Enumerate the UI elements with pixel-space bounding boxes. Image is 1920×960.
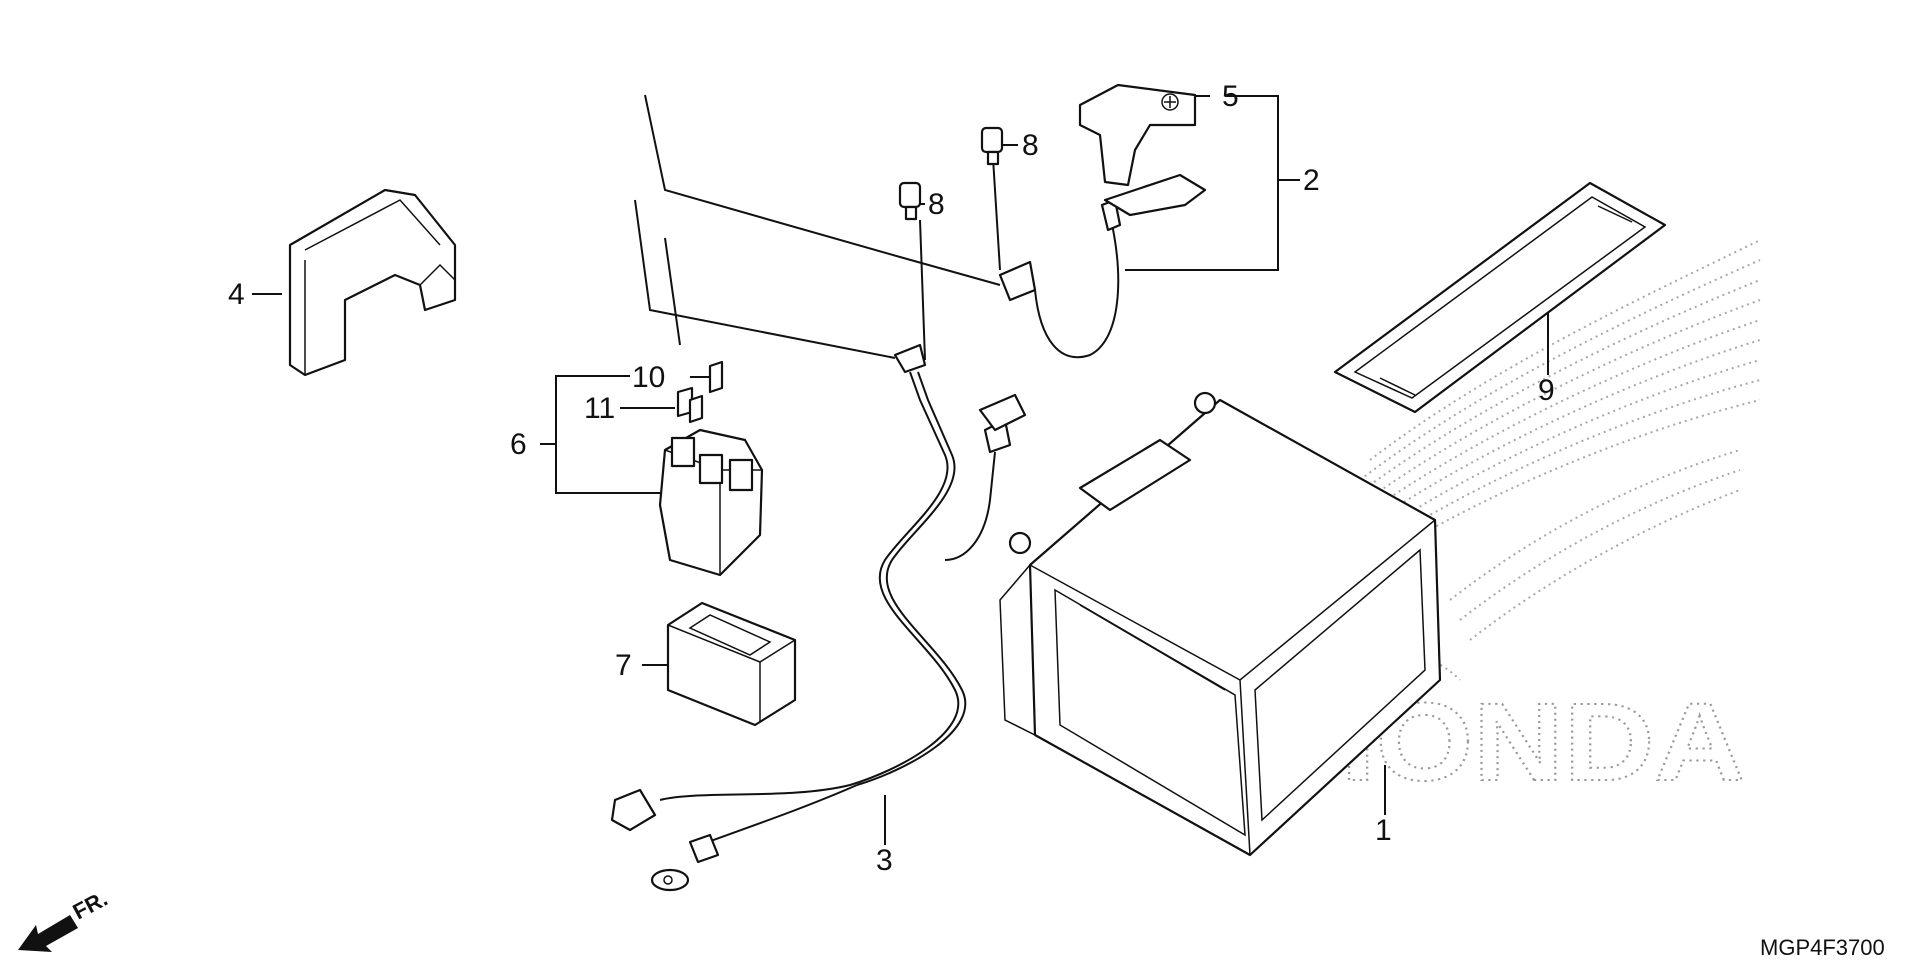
front-direction-indicator: FR. bbox=[18, 886, 112, 952]
callout-11: 11 bbox=[584, 392, 615, 425]
callout-1: 1 bbox=[1375, 814, 1392, 847]
callout-8-upper: 8 bbox=[1022, 129, 1039, 162]
callout-4: 4 bbox=[228, 278, 245, 311]
callout-labels: 1 2 3 4 5 6 7 8 8 9 10 11 bbox=[228, 80, 1555, 877]
callout-3: 3 bbox=[876, 844, 893, 877]
battery-cable-part bbox=[998, 173, 1207, 359]
relay-part bbox=[658, 428, 764, 577]
callout-7: 7 bbox=[615, 649, 632, 682]
leader-lines bbox=[252, 94, 1549, 845]
callout-5: 5 bbox=[1222, 80, 1239, 113]
front-direction-label: FR. bbox=[69, 886, 112, 925]
diagram-code: MGP4F3700 bbox=[1760, 935, 1885, 960]
front-arrow-icon bbox=[18, 915, 78, 952]
callout-2: 2 bbox=[1303, 164, 1320, 197]
fuse-parts bbox=[676, 360, 724, 424]
relay-cover-part bbox=[666, 601, 797, 727]
battery-band-part bbox=[1333, 181, 1667, 414]
bolt-parts bbox=[898, 126, 1004, 221]
callout-9: 9 bbox=[1538, 374, 1555, 407]
terminal-clamp-part bbox=[1078, 83, 1197, 187]
callout-8-lower: 8 bbox=[928, 188, 945, 221]
wire-harness-part bbox=[610, 343, 1027, 892]
callout-6: 6 bbox=[510, 428, 527, 461]
callout-10: 10 bbox=[632, 361, 665, 394]
terminal-cover-part bbox=[288, 188, 457, 377]
battery-part bbox=[999, 391, 1442, 857]
